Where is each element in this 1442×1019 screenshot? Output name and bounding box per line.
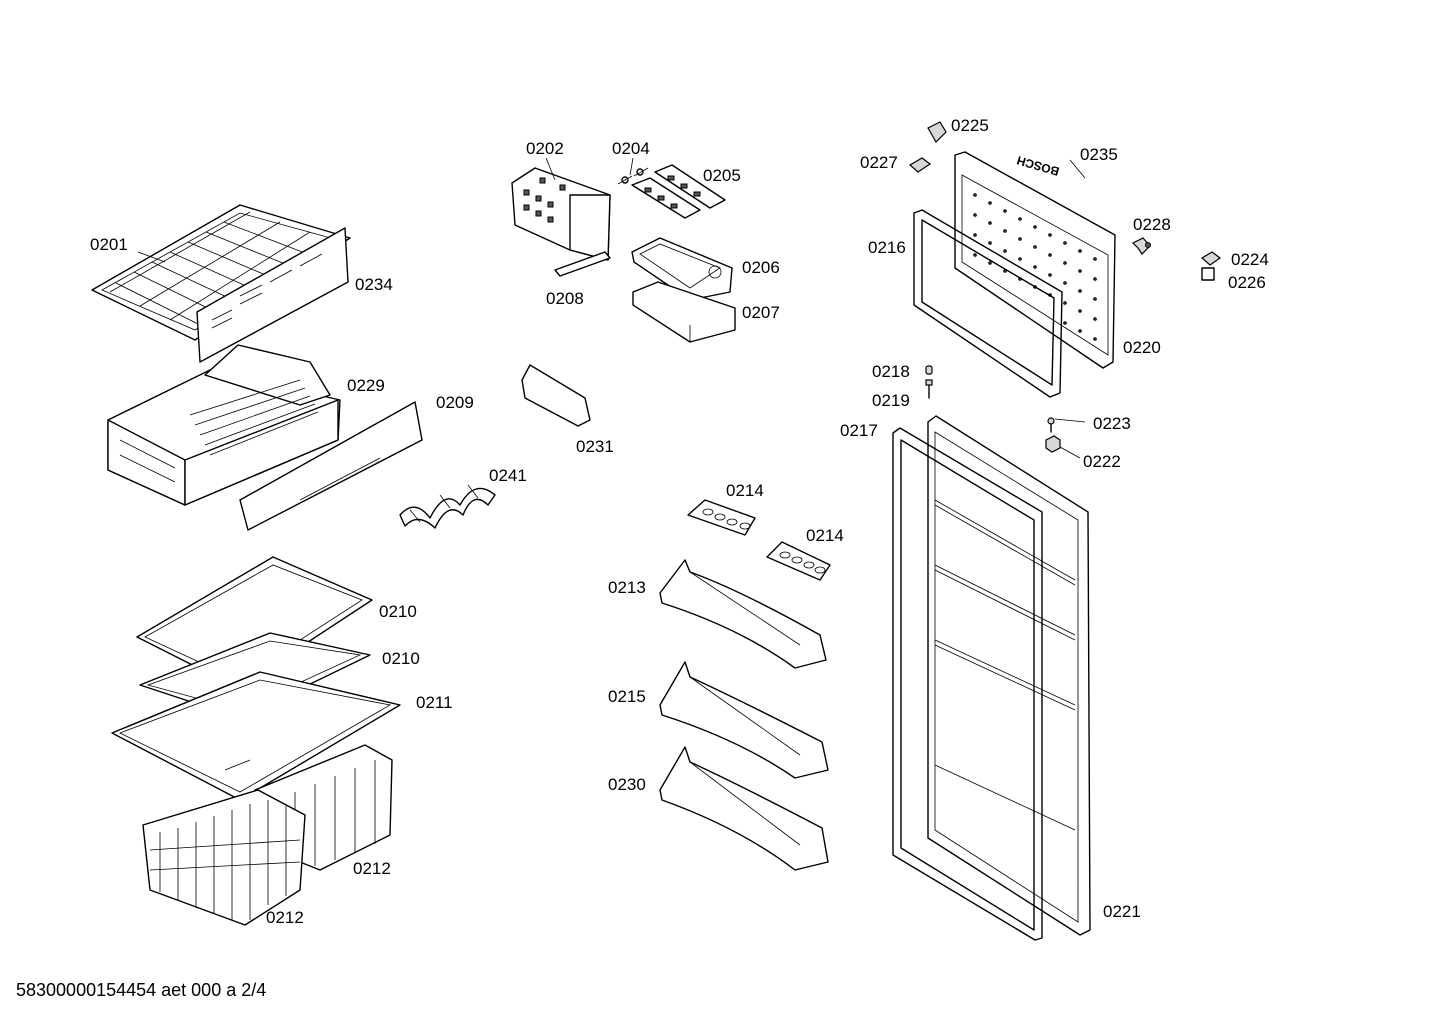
hinge-part-0225 [927,121,947,143]
hinge-0222 [1045,435,1061,453]
door-shelf-2 [659,661,829,779]
label-0215: 0215 [608,687,646,706]
bottle-rack [399,484,496,529]
ice-container [631,237,733,301]
label-0202: 0202 [526,139,564,158]
brand-logo-text: BOSCH [1015,153,1061,178]
label-0221: 0221 [1103,902,1141,921]
label-0219: 0219 [872,391,910,410]
label-0206: 0206 [742,258,780,277]
cover-cap-0226 [1201,267,1215,281]
evaporator-cover [511,167,611,261]
freezer-grid-shelf [91,204,351,341]
label-0226: 0226 [1228,273,1266,292]
screw-0223 [1047,417,1055,433]
divider-plate [521,364,591,427]
fridge-door-gasket [892,427,1043,941]
egg-tray-2 [766,541,831,581]
label-0234: 0234 [355,275,393,294]
leader-lines [137,157,1086,459]
freezer-door: BOSCH [954,151,1116,369]
ice-trays [631,164,726,219]
label-0210-b: 0210 [382,649,420,668]
freezer-door-gasket [913,209,1063,398]
label-0241: 0241 [489,466,527,485]
fridge-door [927,415,1091,936]
label-0213: 0213 [608,578,646,597]
label-0208: 0208 [546,289,584,308]
label-0223: 0223 [1093,414,1131,433]
label-0201: 0201 [90,235,128,254]
label-0225: 0225 [951,116,989,135]
label-0204: 0204 [612,139,650,158]
cap-0227 [908,157,932,173]
screw-0219 [925,379,933,399]
defrost-strip [554,251,611,277]
label-0230: 0230 [608,775,646,794]
label-0214-b: 0214 [806,526,844,545]
label-0212-a: 0212 [353,859,391,878]
label-0205: 0205 [703,166,741,185]
label-0214-a: 0214 [726,481,764,500]
part-labels: 0201 0234 0229 0209 0241 0202 0204 0205 … [90,116,1269,927]
label-0231: 0231 [576,437,614,456]
label-0209: 0209 [436,393,474,412]
crisper-drawer-front [142,789,306,926]
label-0217: 0217 [840,421,878,440]
egg-tray-1 [687,499,756,536]
label-0228: 0228 [1133,215,1171,234]
freezer-drawer [107,344,341,506]
label-0216: 0216 [868,238,906,257]
label-0220: 0220 [1123,338,1161,357]
label-0222: 0222 [1083,452,1121,471]
drawing-footer-code: 58300000154454 aet 000 a 2/4 [16,980,267,1000]
label-0207: 0207 [742,303,780,322]
label-0235: 0235 [1080,145,1118,164]
door-shelf-3 [659,746,829,871]
screw-0218 [925,365,933,375]
label-0227: 0227 [860,153,898,172]
label-0224: 0224 [1231,250,1269,269]
label-0210-a: 0210 [379,602,417,621]
clips [617,167,649,185]
drawer-front-panel [239,401,423,531]
label-0218: 0218 [872,362,910,381]
cover-cap-0224 [1200,251,1222,266]
glass-shelf-3 [111,671,401,801]
label-0229: 0229 [347,376,385,395]
ice-tray-bottom [632,281,736,343]
label-0211: 0211 [416,693,453,712]
label-0212-b: 0212 [266,908,304,927]
door-shelf-1 [659,559,827,669]
hinge-part-0228 [1131,237,1151,255]
freezer-flap [196,227,349,363]
